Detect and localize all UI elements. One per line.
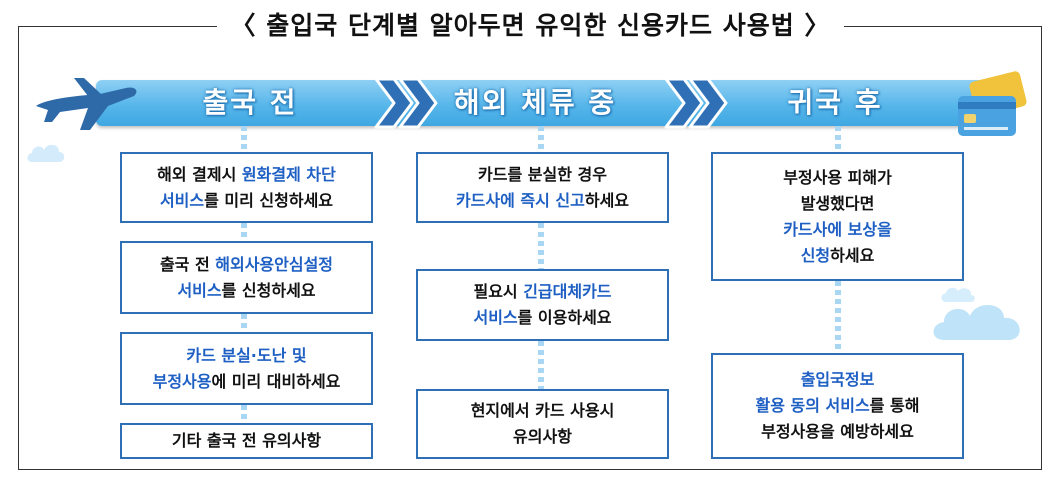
airplane-icon [36, 78, 137, 130]
step-box: 카드를 분실한 경우 카드사에 즉시 신고하세요 [416, 152, 669, 223]
body-text: 출국 전 [159, 254, 216, 274]
body-text: 유의사항 [513, 427, 572, 446]
stage-label-before-departure: 출국 전 [202, 86, 298, 119]
diagram-title: 〈 출입국 단계별 알아두면 유익한 신용카드 사용법 〉 [216, 6, 845, 42]
connector-dots [241, 405, 247, 423]
step-box: 필요시 긴급대체카드 서비스를 이용하세요 [416, 269, 669, 341]
body-text: 를 미리 신청하세요 [204, 190, 334, 210]
body-text: 발생했다면 [800, 193, 875, 213]
step-box: 카드 분실·도난 및 부정사용에 미리 대비하세요 [120, 332, 373, 405]
connector-dots [835, 281, 841, 353]
step-box: 출국 전 해외사용안심설정 서비스를 신청하세요 [120, 241, 373, 314]
step-box: 해외 결제시 원화결제 차단 서비스를 미리 신청하세요 [120, 152, 373, 223]
body-text: 해외 결제시 [157, 164, 242, 184]
highlight-text: 카드 분실·도난 및 [186, 345, 307, 365]
highlight-text: 해외사용안심설정 [215, 254, 334, 274]
body-text: 를 신청하세요 [221, 280, 316, 300]
step-box: 현지에서 카드 사용시 유의사항 [416, 389, 669, 459]
highlight-text: 출입국정보 [800, 370, 875, 389]
body-text: 를 통해 [869, 396, 920, 415]
connector-dots [241, 314, 247, 332]
body-text: 하세요 [830, 245, 875, 265]
body-text: 부정사용을 예방하세요 [761, 422, 914, 441]
cloud-icon [933, 287, 1020, 340]
highlight-text: 서비스 [177, 280, 222, 300]
highlight-text: 원화결제 차단 [241, 164, 336, 184]
highlight-text: 활용 동의 서비스 [755, 396, 870, 415]
step-box: 기타 출국 전 유의사항 [120, 423, 373, 459]
body-text: 현지에서 카드 사용시 [470, 401, 615, 420]
body-text: 를 이용하세요 [517, 308, 612, 327]
credit-card-icon [958, 71, 1027, 136]
highlight-text: 카드사에 보상을 [783, 219, 892, 239]
stage-label-during-stay: 해외 체류 중 [453, 86, 617, 119]
chevron-arrow-icon [664, 77, 728, 129]
step-box: 출입국정보 활용 동의 서비스를 통해 부정사용을 예방하세요 [711, 353, 964, 459]
stage-banner [96, 80, 986, 126]
step-box: 부정사용 피해가 발생했다면 카드사에 보상을 신청하세요 [711, 152, 964, 281]
chevron-arrow-icon [374, 77, 438, 129]
body-text: 기타 출국 전 유의사항 [171, 431, 322, 450]
body-text: 에 미리 대비하세요 [211, 371, 341, 391]
connector-dots [538, 223, 544, 269]
cloud-icon [27, 144, 65, 162]
highlight-text: 부정사용 [152, 371, 212, 391]
body-text: 카드를 분실한 경우 [478, 164, 607, 184]
stage-label-after-return: 귀국 후 [787, 86, 883, 119]
connector-dots [241, 223, 247, 241]
highlight-text: 신청 [800, 245, 831, 265]
highlight-text: 긴급대체카드 [523, 282, 612, 301]
body-text: 부정사용 피해가 [783, 167, 892, 187]
body-text: 필요시 [473, 282, 524, 301]
connector-dots [241, 126, 247, 152]
highlight-text: 서비스 [159, 190, 205, 210]
connector-dots [538, 341, 544, 389]
connector-dots [538, 126, 544, 152]
body-text: 하세요 [584, 190, 630, 210]
highlight-text: 서비스 [473, 308, 518, 327]
connector-dots [835, 126, 841, 152]
highlight-text: 카드사에 즉시 신고 [455, 190, 585, 210]
